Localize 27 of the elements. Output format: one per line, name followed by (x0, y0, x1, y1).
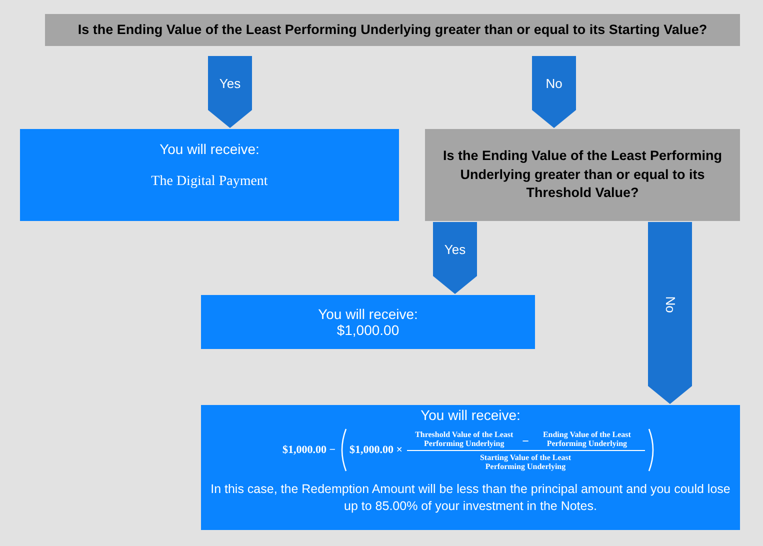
fraction-term: Threshold Value of the Least Performing Underlying (414, 430, 514, 448)
chevron-arrow (433, 222, 477, 294)
note-text: In this case, the Redemption Amount will be less than the principal amount and you could lose up to 85.00% of your investment in the Notes. (210, 481, 732, 515)
edge-label: Yes (219, 76, 241, 90)
decision-box (425, 129, 740, 221)
result-box (20, 129, 399, 221)
result-text: $1,000.00 (336, 322, 400, 338)
fraction-term: Ending Value of the Least Performing Underlying (542, 430, 632, 448)
minus-sign: − (522, 434, 529, 448)
chevron-arrow (532, 56, 576, 128)
chevron-arrow (208, 56, 252, 128)
question-text: Is the Ending Value of the Least Performing Underlying greater than or equal to its Threshold Value? (442, 146, 724, 202)
edge-label: Yes (444, 242, 466, 256)
formula-term: $1,000.00 × (350, 444, 403, 456)
result-text: The Digital Payment (151, 174, 268, 190)
edge-label: No (546, 76, 562, 90)
formula-term: $1,000.00 − (282, 444, 336, 456)
question-text: Is the Ending Value of the Least Performing Underlying greater than or equal to its Starting Value? (78, 20, 708, 39)
heading-text: You will receive: (420, 407, 520, 423)
decision-box (45, 14, 740, 46)
chevron-arrow (648, 222, 692, 404)
heading-text: You will receive: (160, 141, 260, 157)
fraction-term: Starting Value of the Least Performing Underlying (478, 452, 572, 470)
edge-label: No (662, 296, 678, 312)
result-box (201, 295, 535, 349)
result-box (201, 405, 740, 530)
result-text: You will receive: (318, 306, 418, 322)
